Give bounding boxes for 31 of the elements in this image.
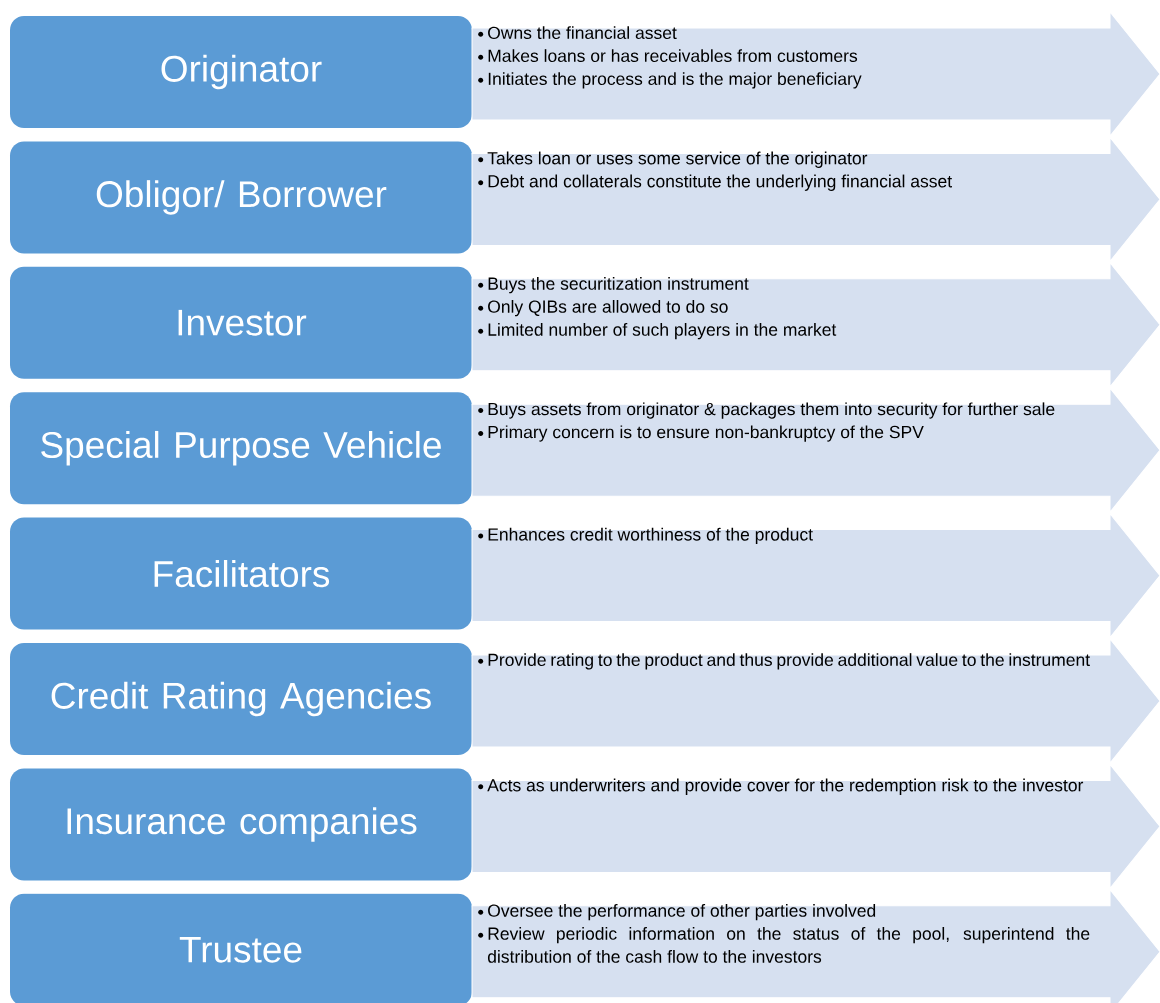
arrow-shape	[471, 11, 1160, 137]
arrow-shape	[471, 387, 1160, 513]
bullet-item: Makes loans or has receivables from customers	[478, 49, 858, 63]
bullet-item: Buys assets from originator & packages them into security for further sale	[478, 402, 1055, 419]
bullet-item: Debt and collaterals constitute the underlying financial asset	[478, 174, 952, 191]
role-box: Special Purpose Vehicle	[10, 392, 472, 505]
bullet-item: Owns the financial asset	[478, 26, 677, 40]
bullet-item: Primary concern is to ensure non-bankruptcy of the SPV	[478, 425, 924, 442]
bullet-item: Acts as underwriters and provide cover for the redemption risk to the investor	[478, 778, 1084, 795]
arrow-shape	[471, 889, 1160, 1003]
bullet-item: Enhances credit worthiness of the product	[478, 527, 813, 545]
bullet-item: Buys the securitization instrument	[478, 277, 749, 294]
role-box: Investor	[10, 266, 472, 379]
role-box: Trustee	[10, 893, 472, 1003]
bullet-item: Review periodic information on the status of the pool, superintend the distribution of the cash flow to the investors	[478, 927, 1090, 963]
bullet-item: Limited number of such players in the market	[478, 323, 837, 340]
arrow-shape	[471, 763, 1160, 889]
bullet-item: Provide rating to the product and thus provide additional value to the instrument	[478, 653, 1090, 670]
role-box: Originator	[10, 16, 472, 128]
role-box: Insurance companies	[10, 768, 472, 881]
arrow-shape	[471, 136, 1160, 262]
role-box: Facilitators	[10, 517, 472, 630]
bullet-item: Takes loan or uses some service of the originator	[478, 151, 868, 168]
role-box: Credit Rating Agencies	[10, 643, 472, 755]
arrow-shape	[471, 638, 1160, 764]
bullet-item: Oversee the performance of other parties involved	[478, 904, 876, 921]
role-box: Obligor/ Borrower	[10, 141, 472, 254]
bullet-item: Only QIBs are allowed to do so	[478, 300, 728, 317]
arrow-shape	[471, 262, 1160, 388]
arrow-shape	[471, 513, 1160, 639]
bullet-item: Initiates the process and is the major beneficiary	[478, 72, 862, 89]
